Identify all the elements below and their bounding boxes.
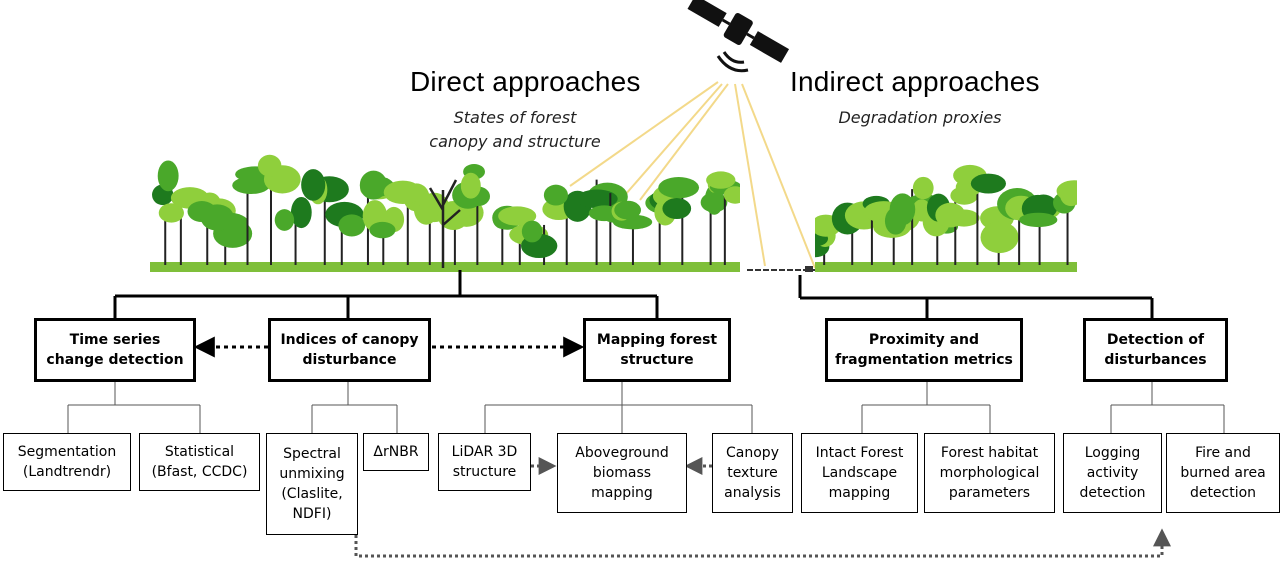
tree-canopy <box>257 154 282 177</box>
tree-canopy <box>369 221 396 239</box>
tree-canopy <box>723 186 740 204</box>
tree-canopy <box>232 176 270 194</box>
tree-canopy <box>700 192 728 213</box>
spectral-unmixing-box: Spectral unmixing (Claslite, NDFI) <box>266 433 358 535</box>
tree-canopy <box>290 196 312 229</box>
tree-canopy <box>498 206 537 226</box>
tree-canopy <box>1056 180 1077 202</box>
tree-canopy <box>658 177 700 199</box>
satellite-icon <box>687 0 790 73</box>
tree-canopy <box>970 173 1006 194</box>
fire-box: Fire and burned area detection <box>1166 433 1280 513</box>
degraded-forest-illustration <box>815 164 1077 272</box>
tree-canopy <box>222 222 248 247</box>
dead-tree <box>428 179 461 268</box>
tree-canopy <box>274 209 295 231</box>
tree-canopy <box>662 197 692 220</box>
tree-canopy <box>521 220 543 243</box>
tree-canopy <box>200 204 234 231</box>
tree-canopy <box>980 221 1019 254</box>
lidar-box: LiDAR 3D structure <box>438 433 531 491</box>
mapping-forest-structure-box: Mapping forest structure <box>583 318 731 382</box>
indices-canopy-disturbance-box: Indices of canopy disturbance <box>268 318 431 382</box>
indirect-approaches-subtitle: Degradation proxies <box>838 108 1002 127</box>
tree-canopy <box>383 180 422 204</box>
texture-box: Canopy texture analysis <box>712 433 793 513</box>
tree-canopy <box>706 171 736 189</box>
drnbr-box: ΔrNBR <box>363 433 429 471</box>
tree-canopy <box>338 214 366 237</box>
tree-canopy <box>460 172 481 199</box>
biomass-box: Aboveground biomass mapping <box>557 433 687 513</box>
tree-canopy <box>359 170 388 200</box>
forest-illustration <box>150 154 740 272</box>
indirect-approaches-title: Indirect approaches <box>790 66 1040 97</box>
tree-canopy <box>935 202 966 228</box>
tree-canopy <box>543 184 568 206</box>
direct-approaches-subtitle: States of forest canopy and structure <box>429 108 601 151</box>
tree-canopy <box>301 169 326 201</box>
tree-canopy <box>889 193 916 226</box>
tree-canopy <box>576 189 618 209</box>
tree-canopy <box>912 176 934 200</box>
tree-canopy <box>158 203 184 223</box>
tree-canopy <box>614 200 641 220</box>
direct-approaches-title: Direct approaches <box>410 66 641 97</box>
tree-canopy <box>157 160 179 192</box>
proximity-fragmentation-box: Proximity and fragmentation metrics <box>825 318 1023 382</box>
intact-forest-box: Intact Forest Landscape mapping <box>801 433 918 513</box>
detection-of-disturbances-box: Detection of disturbances <box>1083 318 1228 382</box>
time-series-change-detection-box: Time series change detection <box>34 318 196 382</box>
segmentation-box: Segmentation (Landtrendr) <box>3 433 131 491</box>
statistical-box: Statistical (Bfast, CCDC) <box>139 433 260 491</box>
tree-canopy <box>1019 212 1058 228</box>
logging-box: Logging activity detection <box>1063 433 1162 513</box>
forest-habitat-box: Forest habitat morphological parameters <box>924 433 1055 513</box>
satellite-beams <box>569 81 816 269</box>
cleared-gap <box>747 266 815 272</box>
